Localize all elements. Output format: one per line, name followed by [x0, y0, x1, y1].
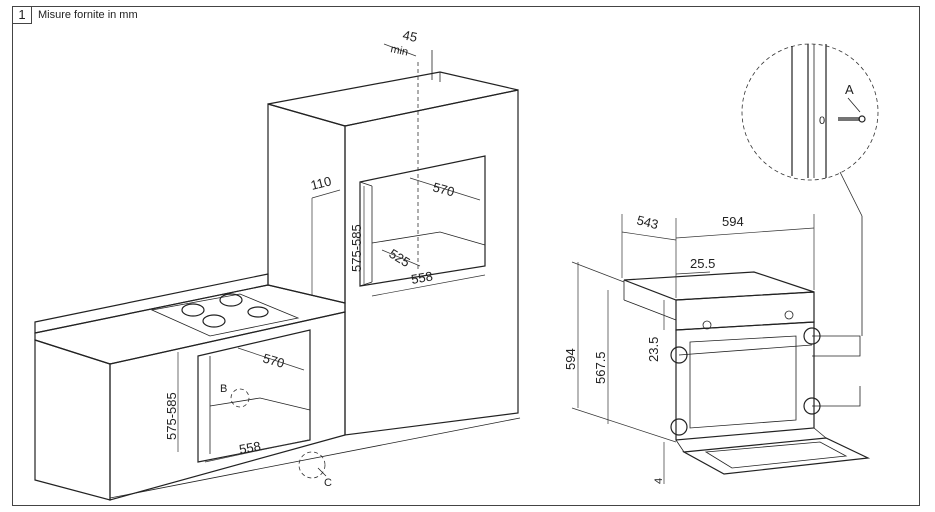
min-gap-unit: min	[389, 43, 409, 58]
oven-depth-label: 543	[635, 212, 660, 232]
column-niche-inner-depth-label: 525	[386, 246, 412, 270]
caption: Misure fornite in mm	[38, 9, 138, 21]
oven-drawing	[623, 271, 871, 475]
oven-height-label: 594	[563, 348, 578, 370]
marker-a-label: A	[845, 82, 854, 97]
under-niche-depth-label: 570	[261, 350, 286, 370]
marker-c-circle	[298, 451, 326, 479]
oven-front-offset-label: 25.5	[690, 256, 715, 271]
min-gap-value: 45	[401, 27, 418, 45]
column-niche-width-label: 558	[410, 268, 434, 287]
marker-zero-label: 0	[819, 115, 825, 127]
worktop-cabinet	[34, 273, 521, 501]
under-niche-width-label: 558	[238, 438, 262, 457]
detail-a	[741, 43, 879, 336]
oven-panel-height-label: 23.5	[646, 337, 661, 362]
oven-bottom-gap-label: 4	[653, 478, 665, 484]
column-niche-height-label: 575-585	[349, 224, 364, 272]
column-niche-depth-label: 570	[431, 179, 456, 199]
vent-depth-label: 110	[309, 173, 333, 193]
under-niche-height-label: 575-585	[164, 392, 179, 440]
marker-b-label: B	[220, 383, 227, 395]
oven-inner-height-label: 567.5	[593, 351, 608, 384]
drawing-frame	[12, 6, 920, 506]
figure-number: 1	[13, 7, 32, 24]
marker-c-label: C	[324, 477, 332, 489]
oven-width-label: 594	[722, 214, 744, 229]
marker-b-circle	[230, 388, 250, 408]
